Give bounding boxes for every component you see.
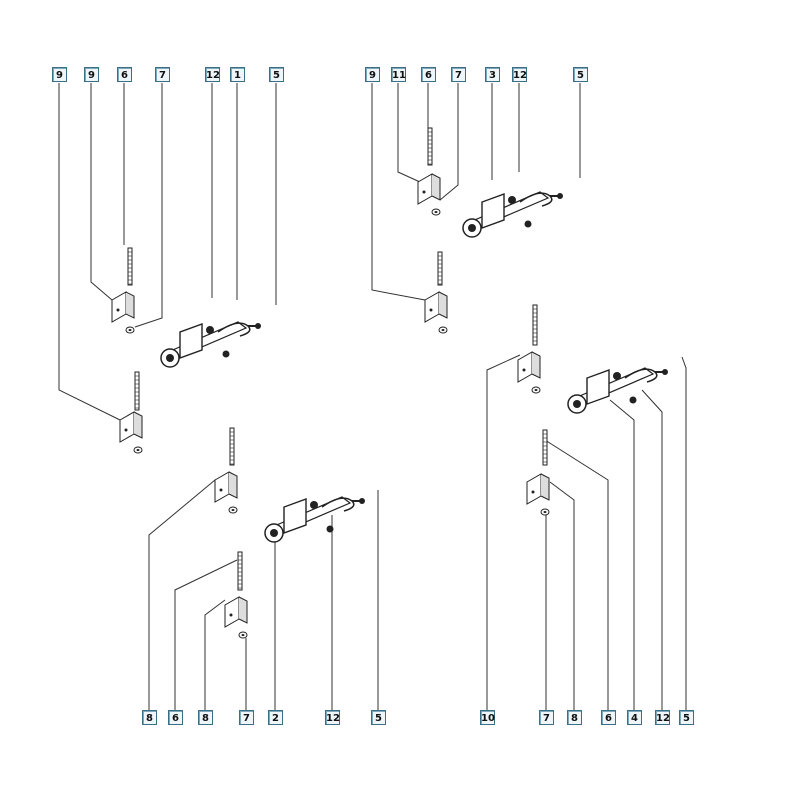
callout-2[interactable]: 2 <box>268 710 283 725</box>
callout-8[interactable]: 8 <box>142 710 157 725</box>
callout-9[interactable]: 9 <box>365 67 380 82</box>
callout-7[interactable]: 7 <box>239 710 254 725</box>
callout-7[interactable]: 7 <box>155 67 170 82</box>
leader-line <box>148 479 216 710</box>
callout-6[interactable]: 6 <box>601 710 616 725</box>
callout-9[interactable]: 9 <box>52 67 67 82</box>
callout-5[interactable]: 5 <box>679 710 694 725</box>
callout-11[interactable]: 11 <box>391 67 406 82</box>
door-check-strap-icon <box>160 321 261 368</box>
bolt-icon <box>127 247 133 286</box>
bolt-icon <box>229 427 235 466</box>
hinge-bracket-icon <box>224 596 248 639</box>
hinge-bracket-icon <box>119 411 143 454</box>
hinge-bracket-icon <box>517 351 541 394</box>
callout-5[interactable]: 5 <box>573 67 588 82</box>
callout-7[interactable]: 7 <box>451 67 466 82</box>
leader-line <box>486 354 521 710</box>
bolt-icon <box>542 429 548 466</box>
callout-12[interactable]: 12 <box>205 67 220 82</box>
leader-line <box>549 481 575 710</box>
door-check-strap-icon <box>264 496 365 543</box>
callout-3[interactable]: 3 <box>485 67 500 82</box>
leader-line <box>681 356 687 710</box>
callout-6[interactable]: 6 <box>117 67 132 82</box>
callout-4[interactable]: 4 <box>627 710 642 725</box>
callout-8[interactable]: 8 <box>198 710 213 725</box>
callout-7[interactable]: 7 <box>539 710 554 725</box>
callout-6[interactable]: 6 <box>421 67 436 82</box>
bolt-icon <box>437 251 443 286</box>
leader-line <box>439 83 459 201</box>
door-check-strap-icon <box>462 191 563 238</box>
bolt-icon <box>237 551 243 591</box>
leader-line <box>609 399 635 710</box>
callout-12[interactable]: 12 <box>655 710 670 725</box>
hinge-bracket-icon <box>526 473 550 516</box>
leader-line <box>90 83 113 301</box>
door-check-strap-icon <box>567 367 668 414</box>
hinge-bracket-icon <box>214 471 238 514</box>
hinge-bracket-icon <box>424 291 448 334</box>
callout-5[interactable]: 5 <box>269 67 284 82</box>
leader-line <box>641 389 663 710</box>
bolt-icon <box>134 371 140 411</box>
callout-12[interactable]: 12 <box>325 710 340 725</box>
callout-10[interactable]: 10 <box>480 710 495 725</box>
bolt-icon <box>532 304 538 346</box>
callout-5[interactable]: 5 <box>371 710 386 725</box>
leader-line <box>174 559 238 710</box>
leader-line <box>204 599 226 710</box>
leader-line <box>397 83 421 183</box>
leader-line <box>134 83 163 328</box>
callout-8[interactable]: 8 <box>567 710 582 725</box>
callout-9[interactable]: 9 <box>84 67 99 82</box>
hinge-bracket-icon <box>417 173 441 216</box>
callout-12[interactable]: 12 <box>512 67 527 82</box>
callout-1[interactable]: 1 <box>230 67 245 82</box>
bolt-icon <box>427 127 433 166</box>
leader-line <box>544 439 609 710</box>
callout-6[interactable]: 6 <box>168 710 183 725</box>
leader-line <box>371 83 426 301</box>
hinge-bracket-icon <box>111 291 135 334</box>
leader-line <box>58 83 121 421</box>
